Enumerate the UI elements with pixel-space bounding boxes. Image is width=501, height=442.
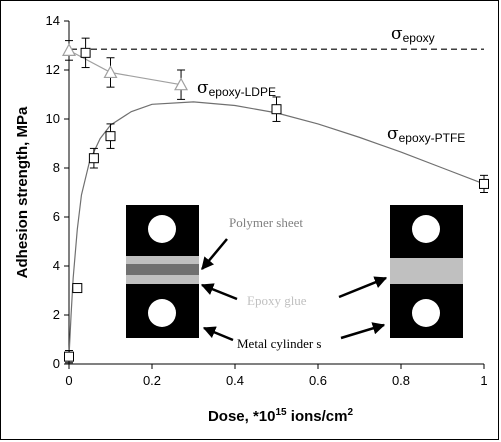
y-axis-title: Adhesion strength, MPa — [14, 106, 31, 278]
right-lower-hole — [412, 299, 440, 327]
arrow-metal-cylinder-right — [340, 322, 386, 340]
series-label-ldpe-subscript: epoxy-LDPE — [209, 85, 276, 99]
ldpe-triangle-point — [61, 43, 77, 57]
x-axis-title: Dose, *1015 ions/cm2 — [208, 407, 354, 425]
x-axis-title-units: ions/cm — [287, 408, 348, 425]
ldpe-triangle-point — [103, 65, 118, 79]
x-tick-label: 0 — [65, 373, 72, 388]
series-label-ptfe-sigma: σ — [387, 124, 399, 144]
ptfe-square-point — [88, 153, 99, 164]
y-tick-label: 6 — [53, 209, 60, 224]
axes: 0 2 4 6 8 10 12 14 0 0.2 0.4 0.6 0.8 1 Adhesion streng… — [14, 13, 488, 425]
series-label-ldpe: σepoxy-LDPE — [197, 78, 276, 99]
ptfe-square-point — [80, 47, 91, 58]
arrow-metal-cylinder-left — [202, 326, 234, 342]
x-axis-title-exponent: 15 — [276, 407, 288, 418]
inset-label-metal-cylinders: Metal cylinder s — [237, 336, 321, 351]
y-tick-label: 8 — [53, 160, 60, 175]
x-tick-label: 0.8 — [392, 373, 410, 388]
arrow-epoxy-glue-right — [338, 276, 388, 299]
y-tick-label: 12 — [46, 62, 60, 77]
right-upper-hole — [412, 215, 440, 243]
ptfe-square-point — [479, 178, 489, 189]
y-tick-label: 2 — [53, 307, 60, 322]
ptfe-square-point — [72, 283, 83, 294]
series-label-ldpe-sigma: σ — [197, 78, 209, 98]
ptfe-fit-curve — [68, 101, 485, 357]
left-upper-hole — [148, 215, 176, 243]
left-lower-hole — [148, 299, 176, 327]
series-label-ptfe: σepoxy-PTFE — [387, 124, 465, 145]
arrow-polymer-sheet — [201, 238, 228, 270]
ptfe-square-point — [105, 131, 116, 142]
y-tick-label: 0 — [53, 356, 60, 371]
series-layer — [61, 37, 489, 364]
x-tick-label: 0.4 — [226, 373, 244, 388]
x-tick-label: 0.6 — [309, 373, 327, 388]
inset-label-epoxy-glue: Epoxy glue — [247, 293, 307, 308]
y-tick-label: 10 — [46, 111, 60, 126]
y-tick-label: 14 — [46, 13, 60, 28]
ptfe-square-point — [64, 351, 74, 362]
right-epoxy-glue-band — [390, 258, 463, 284]
arrow-epoxy-glue-left — [200, 283, 238, 301]
left-polymer-sheet-band — [126, 264, 199, 275]
x-axis-title-prefix: Dose, *10 — [208, 408, 276, 425]
x-tick-label: 1 — [480, 373, 487, 388]
series-label-epoxy-sigma: σ — [391, 24, 403, 44]
x-tick-label: 0.2 — [143, 373, 161, 388]
series-label-ptfe-subscript: epoxy-PTFE — [399, 131, 466, 145]
ldpe-triangle-point — [174, 77, 189, 91]
series-label-epoxy-subscript: epoxy — [403, 31, 435, 45]
ptfe-square-point — [271, 104, 282, 115]
inset-label-polymer-sheet: Polymer sheet — [229, 215, 303, 230]
series-label-epoxy: σepoxy — [391, 24, 435, 45]
x-axis-title-exponent-2: 2 — [347, 407, 353, 418]
y-tick-label: 4 — [53, 258, 60, 273]
